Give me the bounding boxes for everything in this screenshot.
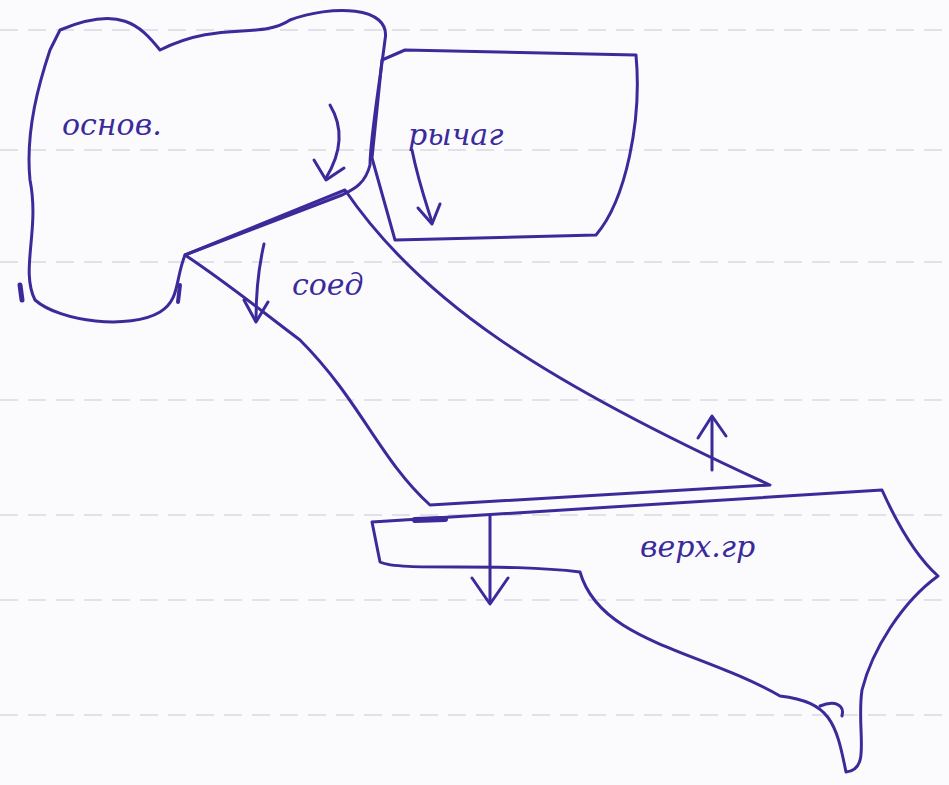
- shape-outline: [175, 185, 785, 515]
- shape-outline: [360, 480, 945, 780]
- bone-part-shape: соед: [175, 185, 785, 515]
- part-label: верх.гр: [640, 530, 755, 563]
- part-label: соед: [292, 268, 364, 301]
- shape-outline: [360, 40, 650, 250]
- part-label: основ.: [62, 108, 162, 141]
- bone-part-shape: верх.гр: [360, 480, 945, 780]
- part-label: рычаг: [408, 118, 503, 151]
- bone-part-shape: рычаг: [360, 40, 650, 250]
